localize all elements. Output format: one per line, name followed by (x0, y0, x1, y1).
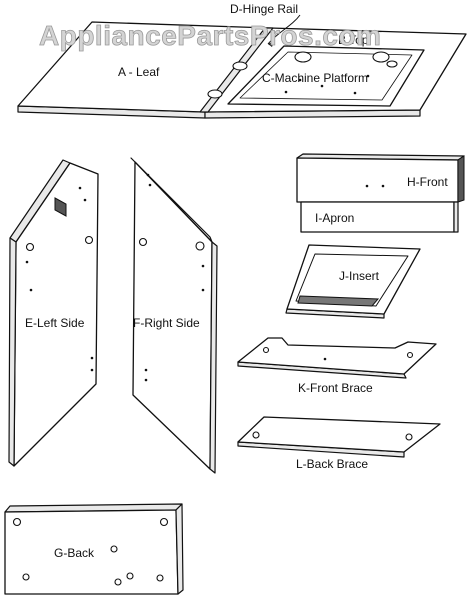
part-h-front (296, 153, 465, 203)
part-e-left-side (8, 159, 99, 467)
part-j-insert (285, 244, 421, 319)
label-f-right-side: F-Right Side (133, 316, 200, 330)
label-g-back: G-Back (54, 546, 95, 560)
part-k-front-brace (237, 337, 437, 379)
table-top-assembly (17, 14, 467, 119)
part-i-apron (300, 201, 459, 233)
label-e-left-side: E-Left Side (25, 316, 85, 330)
label-b-top: B Top (338, 33, 369, 47)
label-i-apron: I-Apron (315, 211, 354, 225)
label-l-back-brace: L-Back Brace (296, 457, 368, 471)
part-l-back-brace (237, 416, 441, 458)
label-k-front-brace: K-Front Brace (298, 381, 373, 395)
label-c-machine-platform: C-Machine Platform (262, 71, 368, 85)
label-a-leaf: A - Leaf (118, 65, 160, 79)
watermark: AppliancePartsPros.com (39, 20, 381, 51)
label-j-insert: J-Insert (339, 269, 380, 283)
part-c-machine-platform (227, 45, 425, 107)
label-d-hinge-rail: D-Hinge Rail (230, 2, 298, 16)
part-f-right-side (130, 157, 218, 474)
label-h-front: H-Front (407, 175, 448, 189)
part-g-back (4, 503, 184, 595)
